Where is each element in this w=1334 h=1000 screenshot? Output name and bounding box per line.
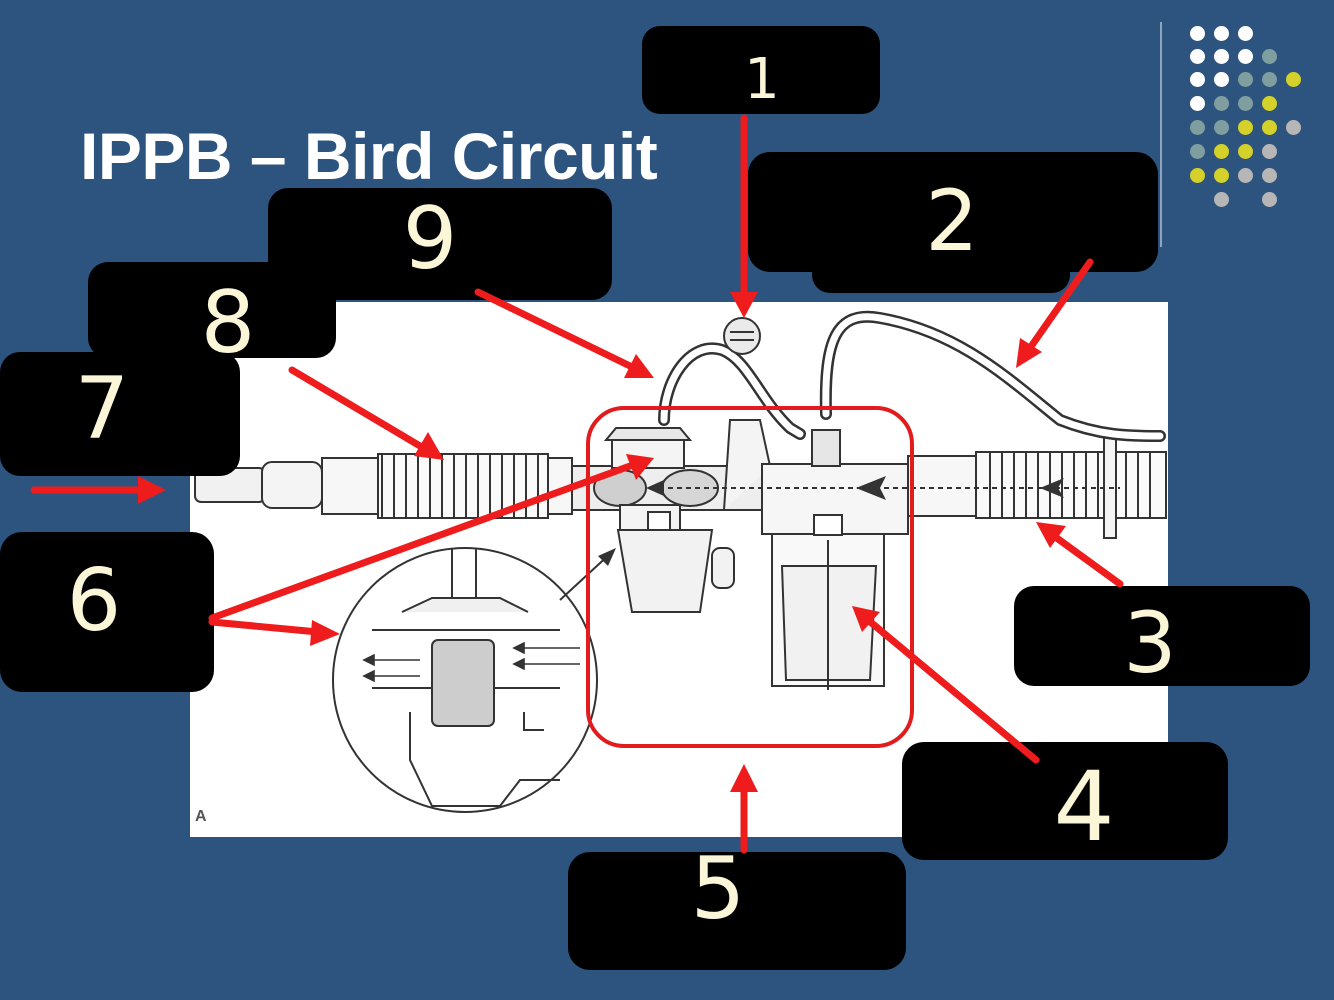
redaction-blob — [88, 262, 336, 358]
label-3: 3 — [1123, 594, 1176, 692]
redaction-blob — [0, 532, 214, 692]
decor-dot — [1190, 120, 1205, 135]
label-9: 9 — [403, 189, 458, 289]
decor-dot — [1214, 72, 1229, 87]
label-1: 1 — [744, 47, 780, 112]
arrow-6b — [208, 618, 322, 636]
decor-dot — [1190, 26, 1205, 41]
decor-dot — [1238, 168, 1253, 183]
decor-dot — [1262, 49, 1277, 64]
title-divider-line — [1160, 22, 1162, 247]
redaction-blob — [1014, 586, 1310, 686]
decor-dot — [1262, 120, 1277, 135]
decor-dot — [1214, 96, 1229, 111]
arrow-3 — [1050, 532, 1124, 588]
right-main-tube — [907, 455, 979, 517]
inset-flow-arrows — [362, 641, 580, 683]
redaction-blob — [0, 352, 240, 476]
decor-dot — [1262, 144, 1277, 159]
decor-dot — [1238, 120, 1253, 135]
decorative-dot-grid — [1186, 22, 1316, 222]
pressure-manometer — [723, 317, 761, 355]
decor-dot — [1262, 72, 1277, 87]
decor-dot — [1190, 96, 1205, 111]
redaction-blob — [748, 152, 1158, 272]
decor-dot — [1214, 144, 1229, 159]
decor-dot — [1190, 144, 1205, 159]
label-7: 7 — [75, 359, 130, 459]
highlight-box — [586, 406, 914, 748]
decor-dot — [1238, 72, 1253, 87]
redaction-blob — [902, 742, 1228, 860]
arrow-4 — [864, 616, 1040, 764]
decor-dot — [1262, 192, 1277, 207]
arrow-6a — [208, 462, 634, 622]
slide-title: IPPB – Bird Circuit — [80, 119, 658, 193]
decor-dot — [1214, 49, 1229, 64]
decor-dot — [1238, 96, 1253, 111]
decor-dot — [1262, 96, 1277, 111]
label-5: 5 — [691, 839, 746, 939]
decor-dot — [1286, 120, 1301, 135]
label-8: 8 — [201, 273, 256, 373]
right-tube-corrugations — [989, 452, 1151, 518]
decor-dot — [1214, 168, 1229, 183]
decor-dot — [1190, 168, 1205, 183]
arrow-2 — [1026, 258, 1094, 352]
figure-panel-letter: A — [195, 808, 207, 825]
magnified-valve-inset — [332, 547, 598, 813]
decor-dot — [1214, 192, 1229, 207]
label-6: 6 — [67, 551, 122, 651]
redaction-blobs — [0, 26, 1310, 970]
exhalation-valve — [611, 439, 685, 469]
redaction-blob — [812, 245, 1070, 293]
label-4: 4 — [1053, 751, 1114, 863]
redaction-blob — [642, 26, 880, 114]
decor-dot — [1214, 120, 1229, 135]
decor-dot — [1214, 26, 1229, 41]
decor-dot — [1286, 72, 1301, 87]
redaction-blob — [568, 852, 906, 970]
arrow-8 — [288, 366, 424, 450]
redaction-blob — [268, 188, 612, 300]
decor-dot — [1190, 72, 1205, 87]
decor-dot — [1238, 49, 1253, 64]
decor-dot — [1238, 26, 1253, 41]
left-tube-corrugations — [381, 454, 539, 518]
label-2: 2 — [925, 172, 978, 270]
decor-dot — [1262, 168, 1277, 183]
arrow-heads — [138, 292, 1066, 792]
decor-dot — [1190, 49, 1205, 64]
decor-dot — [1238, 144, 1253, 159]
arrow-9 — [474, 288, 634, 370]
